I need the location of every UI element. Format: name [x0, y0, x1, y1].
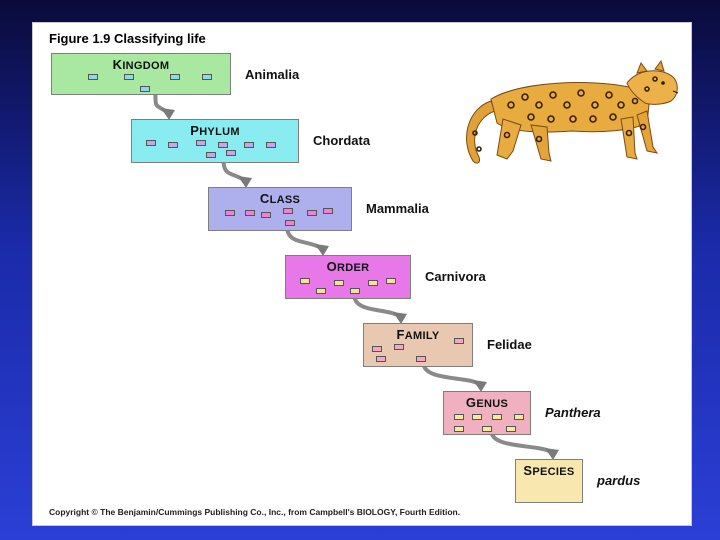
member-group-icon	[226, 150, 236, 156]
member-group-icon	[472, 414, 482, 420]
member-group-icon	[218, 142, 228, 148]
leopard-spots	[472, 76, 658, 152]
level-box-phylum: Phylum	[131, 119, 299, 163]
level-box-kingdom: Kingdom	[51, 53, 231, 95]
member-group-icon	[514, 414, 524, 420]
rank-label: Species	[523, 463, 575, 478]
taxon-name-class: Mammalia	[366, 201, 429, 216]
member-group-icon	[416, 356, 426, 362]
member-group-icon	[170, 74, 180, 80]
taxon-name-genus: Panthera	[545, 405, 601, 420]
leopard-illustration	[466, 59, 679, 164]
member-group-icon	[454, 338, 464, 344]
member-group-icon	[316, 288, 326, 294]
member-group-icon	[225, 210, 235, 216]
level-box-species: Species	[515, 459, 583, 503]
leopard-leg-back2	[530, 124, 552, 162]
leopard-leg-front	[620, 116, 638, 160]
slide: Figure 1.9 Classifying life KingdomAnima…	[32, 22, 692, 526]
level-box-class: Class	[208, 187, 352, 231]
member-group-icon	[323, 208, 333, 214]
rank-label: Family	[396, 327, 440, 342]
member-group-icon	[368, 280, 378, 286]
member-group-icon	[285, 220, 295, 226]
member-group-icon	[376, 356, 386, 362]
member-group-icon	[492, 414, 502, 420]
leopard-tail	[466, 100, 496, 164]
member-group-icon	[140, 86, 150, 92]
leopard-leg-front2	[636, 110, 659, 154]
member-group-icon	[454, 426, 464, 432]
taxon-name-order: Carnivora	[425, 269, 486, 284]
taxon-name-species: pardus	[597, 473, 641, 488]
rank-label: Kingdom	[112, 57, 170, 72]
taxon-name-kingdom: Animalia	[245, 67, 300, 82]
rank-label: Genus	[465, 395, 509, 410]
taxon-name-family: Felidae	[487, 337, 532, 352]
member-group-icon	[202, 74, 212, 80]
rank-label: Phylum	[190, 123, 240, 138]
level-box-order: Order	[285, 255, 411, 299]
member-group-icon	[168, 142, 178, 148]
rank-label: Class	[259, 191, 301, 206]
level-box-genus: Genus	[443, 391, 531, 435]
member-group-icon	[196, 140, 206, 146]
leopard-leg-back	[496, 118, 522, 160]
member-group-icon	[261, 212, 271, 218]
member-group-icon	[386, 278, 396, 284]
member-group-icon	[266, 142, 276, 148]
member-group-icon	[506, 426, 516, 432]
taxon-name-phylum: Chordata	[313, 133, 371, 148]
member-group-icon	[372, 346, 382, 352]
copyright-notice: Copyright © The Benjamin/Cummings Publis…	[49, 507, 461, 517]
member-group-icon	[244, 142, 254, 148]
member-group-icon	[88, 74, 98, 80]
member-group-icon	[334, 280, 344, 286]
member-group-icon	[206, 152, 216, 158]
leopard-head	[626, 70, 678, 105]
member-group-icon	[454, 414, 464, 420]
member-group-icon	[245, 210, 255, 216]
level-box-family: Family	[363, 323, 473, 367]
figure-title: Figure 1.9 Classifying life	[49, 31, 206, 46]
member-group-icon	[307, 210, 317, 216]
rank-label: Order	[326, 259, 370, 274]
member-group-icon	[146, 140, 156, 146]
member-group-icon	[300, 278, 310, 284]
member-group-icon	[482, 426, 492, 432]
member-group-icon	[124, 74, 134, 80]
member-group-icon	[350, 288, 360, 294]
member-group-icon	[394, 344, 404, 350]
member-group-icon	[283, 208, 293, 214]
